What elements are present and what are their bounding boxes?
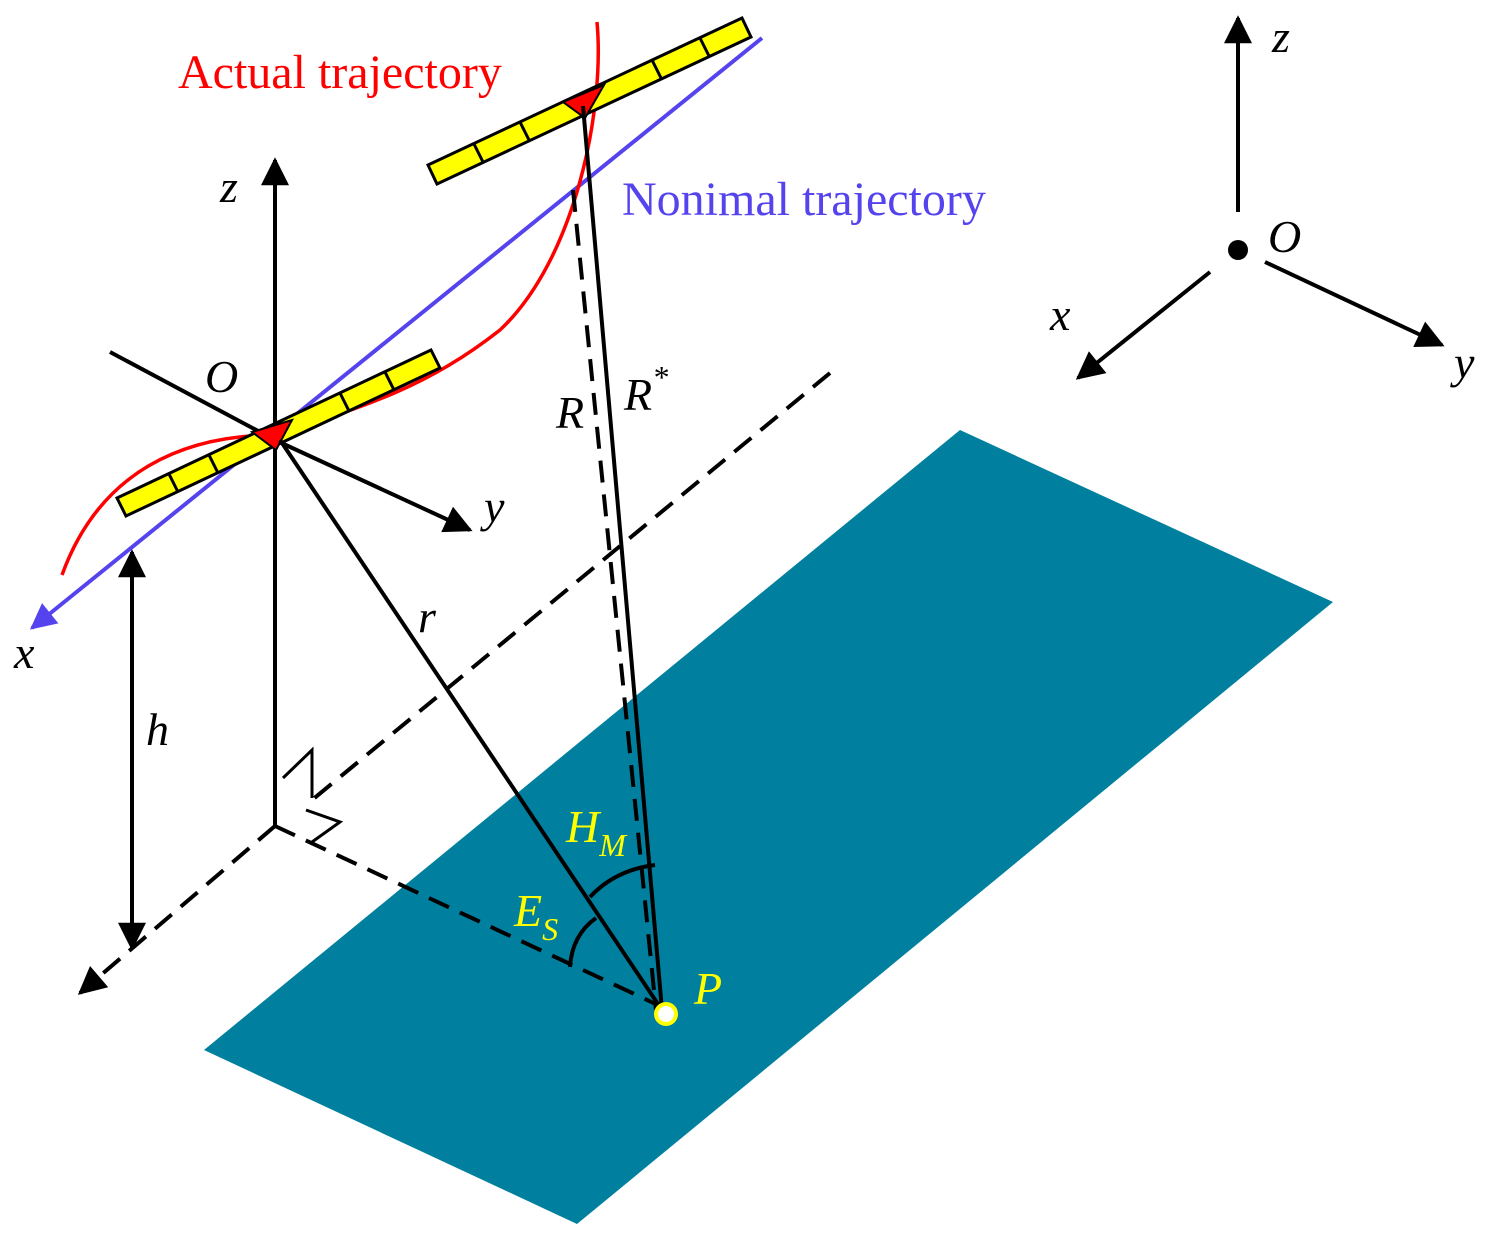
platform-marker-lower [249, 418, 295, 452]
range-label: R [555, 387, 584, 438]
range-r-star-line [581, 105, 664, 1011]
angle-hm-sub: M [598, 827, 628, 863]
nominal-trajectory-label: Nonimal trajectory [622, 173, 986, 226]
target-point [654, 1002, 678, 1026]
inset-z-label: z [1271, 11, 1290, 62]
angle-es-label: ES [513, 885, 558, 947]
range-star-sup: * [652, 359, 668, 395]
nominal-trajectory-line [29, 36, 764, 630]
actual-trajectory-curve [60, 21, 601, 576]
antenna-upper [425, 16, 754, 186]
angle-es-sub: S [542, 911, 558, 947]
target-label: P [693, 963, 722, 1014]
inset-axes [1075, 15, 1445, 380]
inset-origin-label: O [1268, 211, 1301, 262]
angle-hm-label: HM [565, 801, 628, 863]
ground-plane [204, 430, 1333, 1224]
actual-trajectory-label: Actual trajectory [178, 46, 502, 99]
slant-range-label: r [418, 591, 437, 642]
ground-dashed-lines [77, 371, 832, 1008]
angle-arc-hm [588, 863, 656, 899]
local-x-label: x [13, 627, 35, 678]
height-label: h [146, 704, 169, 755]
angle-es-main: E [513, 885, 542, 936]
inset-x-label: x [1049, 289, 1071, 340]
inset-y-label: y [1450, 337, 1475, 388]
slant-range-r [278, 438, 664, 1012]
angle-hm-main: H [565, 801, 602, 852]
cross-axis-local [109, 350, 276, 442]
y-axis-local [274, 438, 473, 533]
right-angle-marks [281, 746, 344, 844]
platform-marker-upper [560, 82, 607, 120]
local-z-label: z [219, 161, 238, 212]
range-star-label: R* [623, 359, 668, 420]
inset-origin-dot [1228, 240, 1248, 260]
antenna-lower [114, 348, 443, 518]
range-r-dashed [571, 189, 658, 1011]
range-star-main: R [623, 369, 652, 420]
local-origin-label: O [205, 351, 238, 402]
local-y-label: y [480, 481, 505, 532]
angle-arc-es [568, 916, 598, 968]
